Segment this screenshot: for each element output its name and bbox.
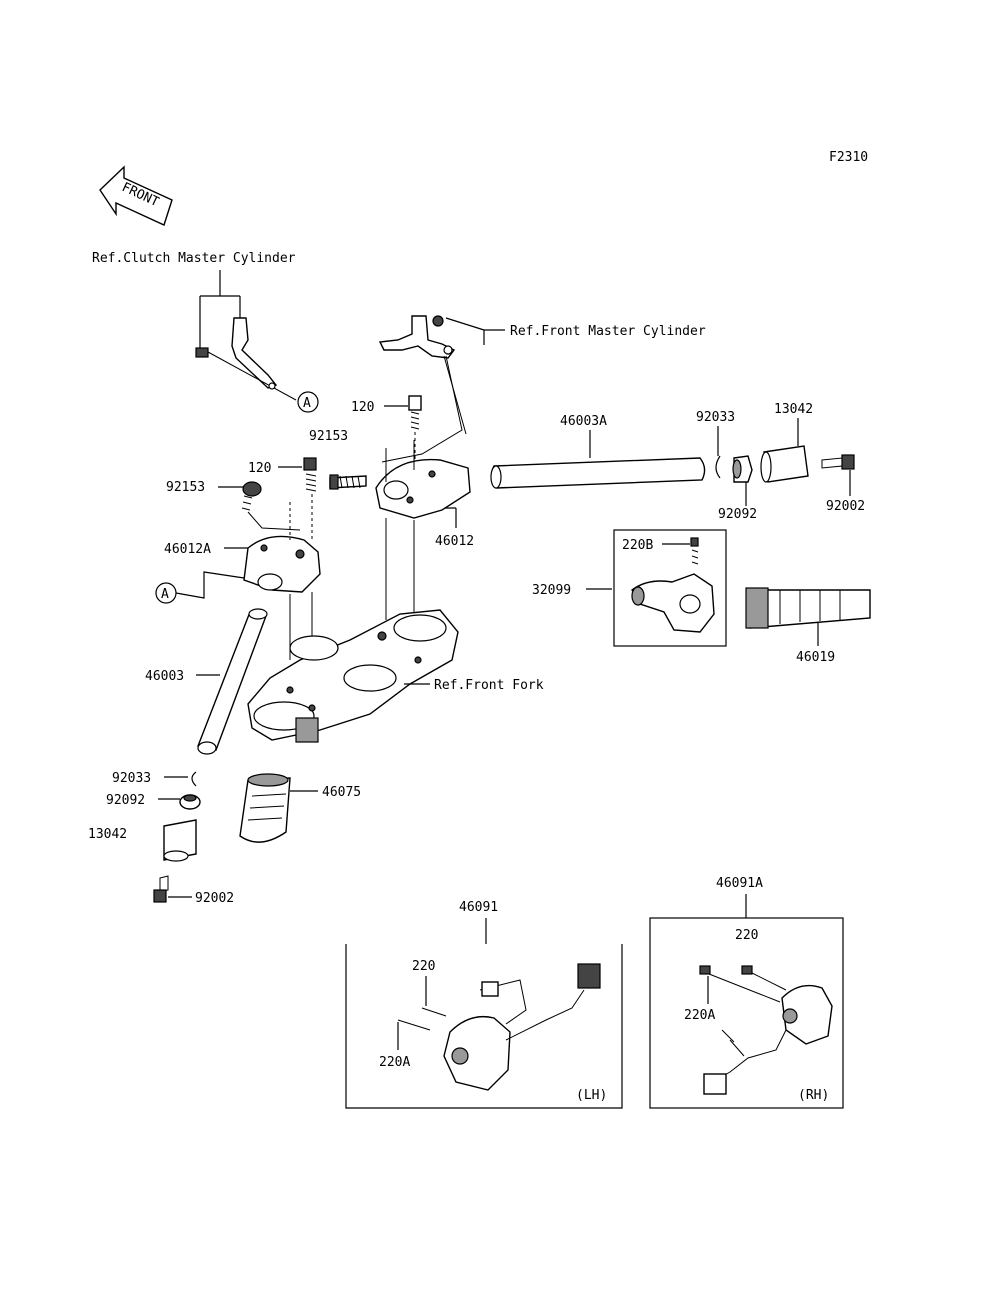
group-46091a-box [649,917,844,1109]
marker-a-left: A [155,571,245,604]
upper-triple-clamp [247,609,459,743]
marker-a-left-label: A [161,587,169,602]
label-46075: 46075 [322,785,361,800]
bolt-92002-left [153,875,192,903]
ref-front-master-cylinder: Ref.Front Master Cylinder [510,324,706,339]
bar-46003 [196,608,268,755]
ref-clutch-master-cylinder: Ref.Clutch Master Cylinder [92,251,296,266]
label-220b: 220B [622,538,653,553]
figure-code: F2310 [829,150,868,165]
label-46091a: 46091A [716,876,763,891]
clutch-bracket-leader [199,270,241,350]
label-220-lh: 220 [412,959,435,974]
label-rh: (RH) [798,1088,829,1103]
clutch-mount-bracket [195,317,297,401]
label-92153-top: 92153 [309,429,348,444]
bolt-92002-right [821,454,855,496]
bar-46003a [490,430,706,489]
label-46003a: 46003A [560,414,607,429]
label-92153-left: 92153 [166,480,205,495]
label-120-top: 120 [351,400,374,415]
right-switch-46091a [699,965,833,1095]
circlip-92033-left [164,771,197,787]
brake-mount-bracket [378,315,505,435]
clamp-46012a [224,494,321,593]
screw-220b [662,537,699,565]
label-46012a: 46012A [164,542,211,557]
label-220a-rh: 220A [684,1008,715,1023]
marker-a-top-label: A [303,396,311,411]
label-92033-left: 92033 [112,771,151,786]
label-220a-lh: 220A [379,1055,410,1070]
label-46091: 46091 [459,900,498,915]
label-92033-right: 92033 [696,410,735,425]
bolt-92153-left [218,481,301,531]
label-13042-right: 13042 [774,402,813,417]
housing-32099 [586,573,715,633]
marker-a-top: A [297,391,319,413]
label-92002-left: 92002 [195,891,234,906]
circlip-92033-right [715,426,721,479]
group-46091-box [345,944,623,1109]
label-92092-left: 92092 [106,793,145,808]
label-13042-left: 13042 [88,827,127,842]
collar-92092-left [158,794,201,810]
collar-92092-right [732,455,753,506]
label-92092-right: 92092 [718,507,757,522]
bolt-46012-side [329,474,367,490]
throttle-grip-46019 [745,587,871,646]
grip-46075 [239,773,318,843]
front-arrow-icon: FRONT [99,165,173,226]
weight-13042-left [163,819,197,862]
label-46003: 46003 [145,669,184,684]
label-46019: 46019 [796,650,835,665]
label-92002-right: 92002 [826,499,865,514]
group-32099-box [613,529,727,647]
left-switch-46091 [397,963,601,1091]
weight-13042-right [760,418,809,483]
label-lh: (LH) [576,1088,607,1103]
label-220-rh: 220 [735,928,758,943]
label-120-left: 120 [248,461,271,476]
clamp-46012 [375,355,471,528]
label-32099: 32099 [532,583,571,598]
bolt-120-left [278,457,317,492]
ref-front-fork: Ref.Front Fork [434,678,544,693]
bolt-120-top [384,395,422,462]
label-46012: 46012 [435,534,474,549]
